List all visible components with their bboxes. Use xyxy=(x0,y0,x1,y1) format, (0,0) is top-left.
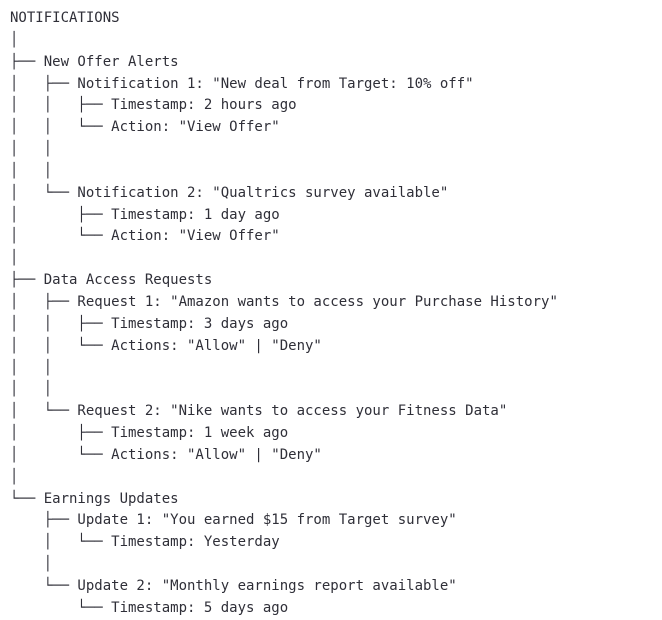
ascii-tree-diagram: NOTIFICATIONS │ ├── New Offer Alerts │ ├… xyxy=(10,10,558,616)
notifications-tree-panel: NOTIFICATIONS │ ├── New Offer Alerts │ ├… xyxy=(10,10,558,616)
